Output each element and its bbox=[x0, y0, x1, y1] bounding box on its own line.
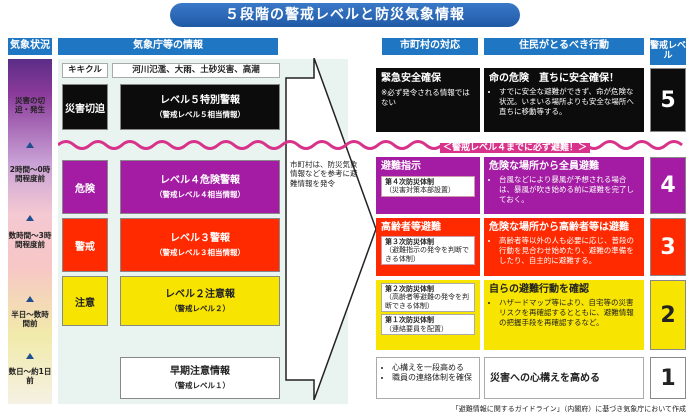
kikikuru-l4: 危険 bbox=[62, 160, 108, 214]
arrow-note: 市町村は、防災気象情報などを参考に避難情報を発令 bbox=[290, 160, 358, 188]
muni-l4-system: 第４次防災体制 （災害対策本部設置） bbox=[381, 176, 475, 197]
status-label-3: 数時間～3時間程度前 bbox=[8, 231, 52, 250]
muni-l2b-system: 第１次防災体制 （連絡要員を配置） bbox=[381, 314, 475, 335]
muni-level-5: 緊急安全確保 ※必ず発令される情報ではない bbox=[376, 68, 480, 132]
evacuate-banner: ＜警戒レベル４までに必ず避難！＞ bbox=[440, 138, 591, 153]
level-number-2: 2 bbox=[650, 280, 686, 350]
wavy-divider bbox=[58, 140, 683, 150]
jma-level-3: レベル３警報 （警戒レベル３相当情報） bbox=[120, 218, 280, 272]
kikikuru-header: キキクル bbox=[62, 63, 108, 78]
up-arrow-icon bbox=[26, 215, 34, 221]
up-arrow-icon bbox=[26, 142, 34, 148]
resident-header: 住民がとるべき行動 bbox=[484, 38, 644, 55]
level-number-4: 4 bbox=[650, 157, 686, 214]
river-header: 河川氾濫、大雨、土砂災害、高潮 bbox=[112, 63, 280, 78]
up-arrow-icon bbox=[26, 296, 34, 302]
resident-level-2: 自らの避難行動を確認 ハザードマップ等により、自宅等の災害リスクを再確認するとと… bbox=[484, 280, 644, 350]
municipality-header: 市町村の対応 bbox=[382, 38, 478, 55]
big-arrow-icon bbox=[285, 58, 377, 400]
jma-level-5: レベル５特別警報 （警戒レベル５相当情報） bbox=[120, 84, 280, 130]
level-header: 警戒レベル bbox=[650, 38, 686, 65]
resident-level-1: 災害への心構えを高める bbox=[484, 357, 644, 399]
jma-level-2: レベル２注意報 （警戒レベル２） bbox=[120, 276, 280, 326]
jma-header: 気象庁等の情報 bbox=[58, 38, 278, 55]
resident-level-4: 危険な場所から全員避難 台風などにより暴風が予想される場合は、暴風が吹き始める前… bbox=[484, 157, 644, 214]
muni-l2-system: 第２次防災体制 （高齢者等避難の発令を判断できる体制） bbox=[381, 283, 475, 313]
page-title: ５段階の警戒レベルと防災気象情報 bbox=[170, 3, 520, 27]
status-label-5: 数日～約1日前 bbox=[8, 367, 52, 386]
jma-level-4: レベル４危険警報 （警戒レベル４相当情報） bbox=[120, 160, 280, 214]
up-arrow-icon bbox=[26, 353, 34, 359]
level-number-1: 1 bbox=[650, 357, 686, 399]
status-label-4: 半日～数時間前 bbox=[11, 310, 49, 329]
muni-level-4: 避難指示 第４次防災体制 （災害対策本部設置） bbox=[376, 157, 480, 214]
level-number-3: 3 bbox=[650, 218, 686, 276]
jma-level-1: 早期注意情報 （警戒レベル１） bbox=[120, 357, 280, 399]
footnote: 「避難情報に関するガイドライン」（内閣府）に基づき気象庁において作成 bbox=[451, 405, 686, 413]
kikikuru-l3: 警戒 bbox=[62, 218, 108, 272]
resident-level-5: 命の危険 直ちに安全確保！ すでに安全な避難ができず、命が危険な状況。いまいる場… bbox=[484, 68, 644, 132]
status-label-1: 災害の切迫・発生 bbox=[15, 96, 45, 115]
status-label-2: 2時間～0時間程度前 bbox=[9, 165, 51, 184]
resident-level-3: 危険な場所から高齢者等は避難 高齢者等以外の人も必要に応じ、普段の行動を見合わせ… bbox=[484, 218, 644, 276]
kikikuru-l2: 注意 bbox=[62, 276, 108, 326]
muni-level-2: 第２次防災体制 （高齢者等避難の発令を判断できる体制） 第１次防災体制 （連絡要… bbox=[376, 280, 480, 350]
kikikuru-l5: 災害切迫 bbox=[62, 84, 108, 130]
muni-level-1: 心構えを一段高める 職員の連絡体制を確保 bbox=[376, 357, 480, 399]
status-header: 気象状況 bbox=[8, 38, 52, 55]
muni-l3-system: 第３次防災体制 （避難指示の発令を判断できる体制） bbox=[381, 236, 475, 266]
status-gradient bbox=[8, 59, 52, 404]
muni-level-3: 高齢者等避難 第３次防災体制 （避難指示の発令を判断できる体制） bbox=[376, 218, 480, 276]
level-number-5: 5 bbox=[650, 68, 686, 132]
